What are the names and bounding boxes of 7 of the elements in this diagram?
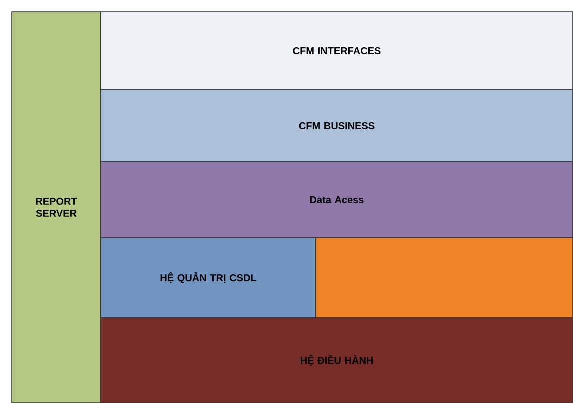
layer-box	[316, 238, 573, 318]
side-column: REPORT SERVER	[12, 12, 102, 403]
layer-band: HỆ ĐIỀU HÀNH	[100, 318, 573, 403]
layer-band: Data Acess	[100, 162, 573, 238]
layer-band: CFM INTERFACES	[100, 12, 573, 90]
layer-box: HỆ QUẢN TRỊ CSDL	[100, 238, 316, 318]
layer-band: CFM BUSINESS	[100, 90, 573, 162]
